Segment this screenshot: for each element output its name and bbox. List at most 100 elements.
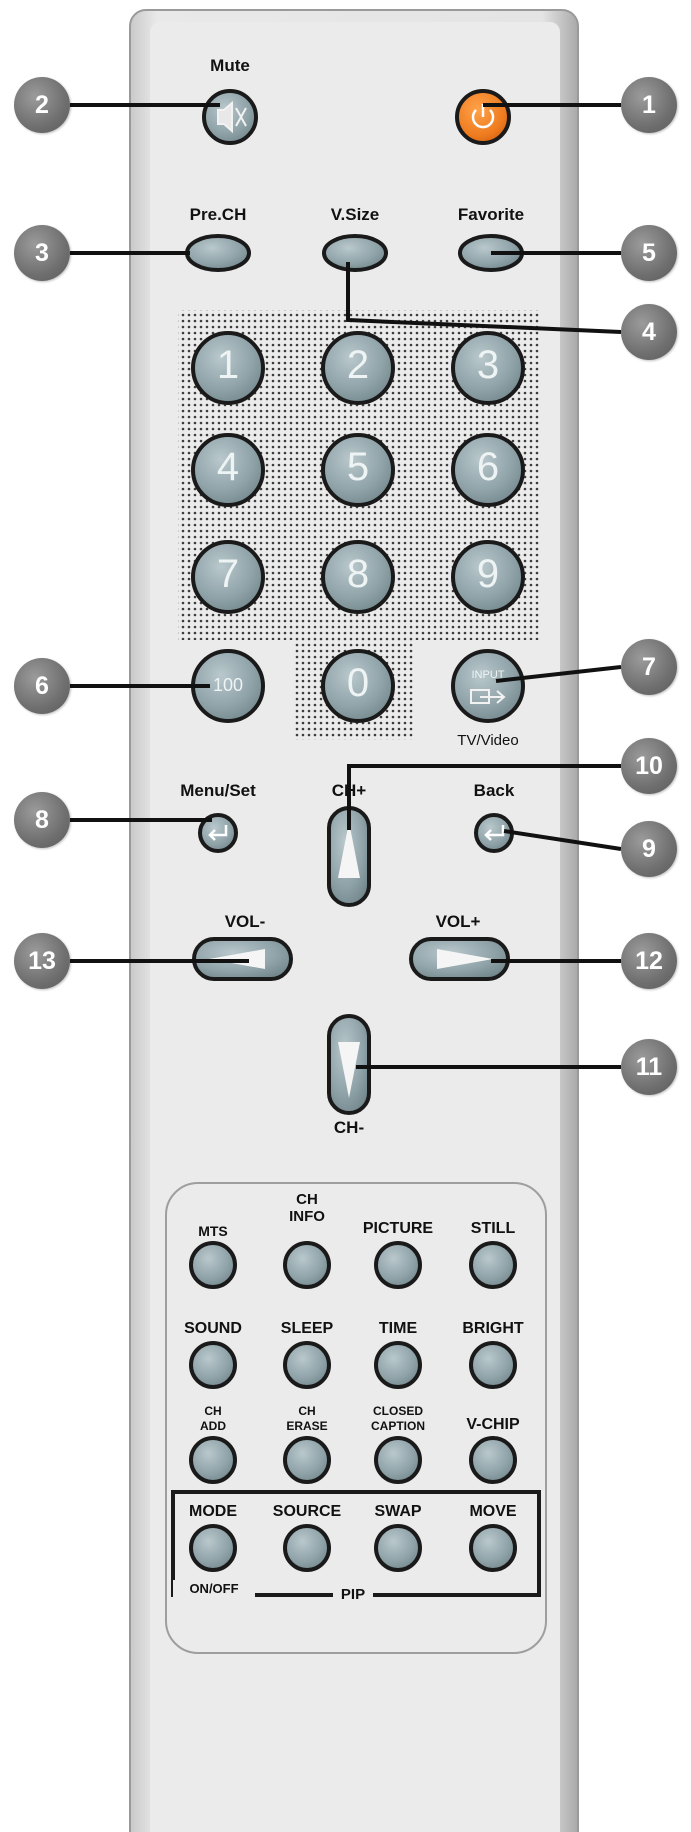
digit-2-button[interactable] xyxy=(321,331,395,405)
tv-video-label: TV/Video xyxy=(457,732,519,749)
sleep-label: SLEEP xyxy=(280,1320,334,1337)
v-chip-button[interactable] xyxy=(469,1436,517,1484)
pip-mode-label: MODE xyxy=(189,1503,237,1520)
time-button[interactable] xyxy=(374,1341,422,1389)
pip-title: PIP xyxy=(340,1586,366,1603)
callout-4: 4 xyxy=(621,304,677,360)
callout-5: 5 xyxy=(621,225,677,281)
pip-title-gap xyxy=(333,1584,373,1604)
pip-swap-label: SWAP xyxy=(374,1503,422,1520)
vsize-button[interactable] xyxy=(322,234,388,272)
ch-plus-label: CH+ xyxy=(331,781,367,800)
digit-0-label: 0 xyxy=(346,661,370,705)
ch-info-button[interactable] xyxy=(283,1241,331,1289)
closed-caption-label: CLOSED CAPTION xyxy=(371,1404,425,1433)
down-arrow-icon xyxy=(338,1042,360,1098)
ch-add-label: CH ADD xyxy=(200,1404,226,1433)
digit-7-button[interactable] xyxy=(191,540,265,614)
picture-label: PICTURE xyxy=(362,1220,434,1237)
menu-set-label: Menu/Set xyxy=(180,781,256,800)
input-button[interactable] xyxy=(451,649,525,723)
picture-button[interactable] xyxy=(374,1241,422,1289)
pip-onoff-gap xyxy=(173,1580,255,1600)
menu-set-button[interactable] xyxy=(198,813,238,853)
digit-1-button[interactable] xyxy=(191,331,265,405)
input-arrow-icon xyxy=(470,689,506,704)
callout-1: 1 xyxy=(621,77,677,133)
back-arrow-icon xyxy=(484,825,505,841)
sound-label: SOUND xyxy=(184,1320,242,1337)
leader-7 xyxy=(495,665,622,683)
digit-6-button[interactable] xyxy=(451,433,525,507)
digit-7-label: 7 xyxy=(216,552,240,596)
closed-caption-button[interactable] xyxy=(374,1436,422,1484)
callout-12: 12 xyxy=(621,933,677,989)
ch-info-label: CH INFO xyxy=(289,1191,325,1225)
callout-13: 13 xyxy=(14,933,70,989)
vsize-label: V.Size xyxy=(330,205,380,224)
v-chip-label: V-CHIP xyxy=(466,1416,520,1433)
ch-minus-label: CH- xyxy=(333,1118,365,1137)
prech-label: Pre.CH xyxy=(189,205,247,224)
pip-buttons xyxy=(189,1524,517,1572)
time-label: TIME xyxy=(378,1320,418,1337)
enter-arrow-icon xyxy=(208,825,228,841)
still-label: STILL xyxy=(470,1220,516,1237)
mts-label: MTS xyxy=(198,1223,228,1239)
pip-on-off-label: ON/OFF xyxy=(189,1581,239,1596)
digit-3-label: 3 xyxy=(476,343,500,387)
pip-source-button[interactable] xyxy=(283,1524,331,1572)
digit-2-label: 2 xyxy=(346,343,370,387)
ch-erase-label: CH ERASE xyxy=(286,1404,328,1433)
digit-6-label: 6 xyxy=(476,445,500,489)
callout-3: 3 xyxy=(14,225,70,281)
callout-8: 8 xyxy=(14,792,70,848)
leader-10 xyxy=(347,764,621,830)
bright-label: BRIGHT xyxy=(462,1320,524,1337)
prech-button[interactable] xyxy=(185,234,251,272)
bright-button[interactable] xyxy=(469,1341,517,1389)
mute-icon xyxy=(217,100,247,134)
digit-8-button[interactable] xyxy=(321,540,395,614)
digit-1-label: 1 xyxy=(216,343,240,387)
digit-3-button[interactable] xyxy=(451,331,525,405)
pip-move-button[interactable] xyxy=(469,1524,517,1572)
callout-6: 6 xyxy=(14,658,70,714)
leader-4 xyxy=(346,262,622,334)
pip-mode-button[interactable] xyxy=(189,1524,237,1572)
function-panel xyxy=(165,1182,547,1654)
pip-source-label: SOURCE xyxy=(272,1503,342,1520)
ch-add-button[interactable] xyxy=(189,1436,237,1484)
digit-9-label: 9 xyxy=(476,552,500,596)
ch-erase-button[interactable] xyxy=(283,1436,331,1484)
digit-9-button[interactable] xyxy=(451,540,525,614)
pip-move-label: MOVE xyxy=(469,1503,517,1520)
mute-label: Mute xyxy=(210,56,250,75)
input-word: INPUT xyxy=(471,669,505,681)
vol-minus-label: VOL- xyxy=(224,912,266,931)
up-arrow-icon xyxy=(338,822,360,878)
right-arrow-icon xyxy=(437,949,493,969)
back-label: Back xyxy=(473,781,515,800)
callout-9: 9 xyxy=(621,821,677,877)
sleep-button[interactable] xyxy=(283,1341,331,1389)
function-buttons xyxy=(189,1241,517,1484)
callout-7: 7 xyxy=(621,639,677,695)
still-button[interactable] xyxy=(469,1241,517,1289)
favorite-label: Favorite xyxy=(457,205,525,224)
leader-9 xyxy=(503,829,622,851)
digit-0-button[interactable] xyxy=(321,649,395,723)
sound-button[interactable] xyxy=(189,1341,237,1389)
pip-swap-button[interactable] xyxy=(374,1524,422,1572)
callout-2: 2 xyxy=(14,77,70,133)
digit-5-button[interactable] xyxy=(321,433,395,507)
callout-10: 10 xyxy=(621,738,677,794)
mts-button[interactable] xyxy=(189,1241,237,1289)
digit-4-label: 4 xyxy=(216,445,240,489)
digit-4-button[interactable] xyxy=(191,433,265,507)
callout-11: 11 xyxy=(621,1039,677,1095)
digit-5-label: 5 xyxy=(346,445,370,489)
callout-leader-lines xyxy=(70,103,622,1069)
